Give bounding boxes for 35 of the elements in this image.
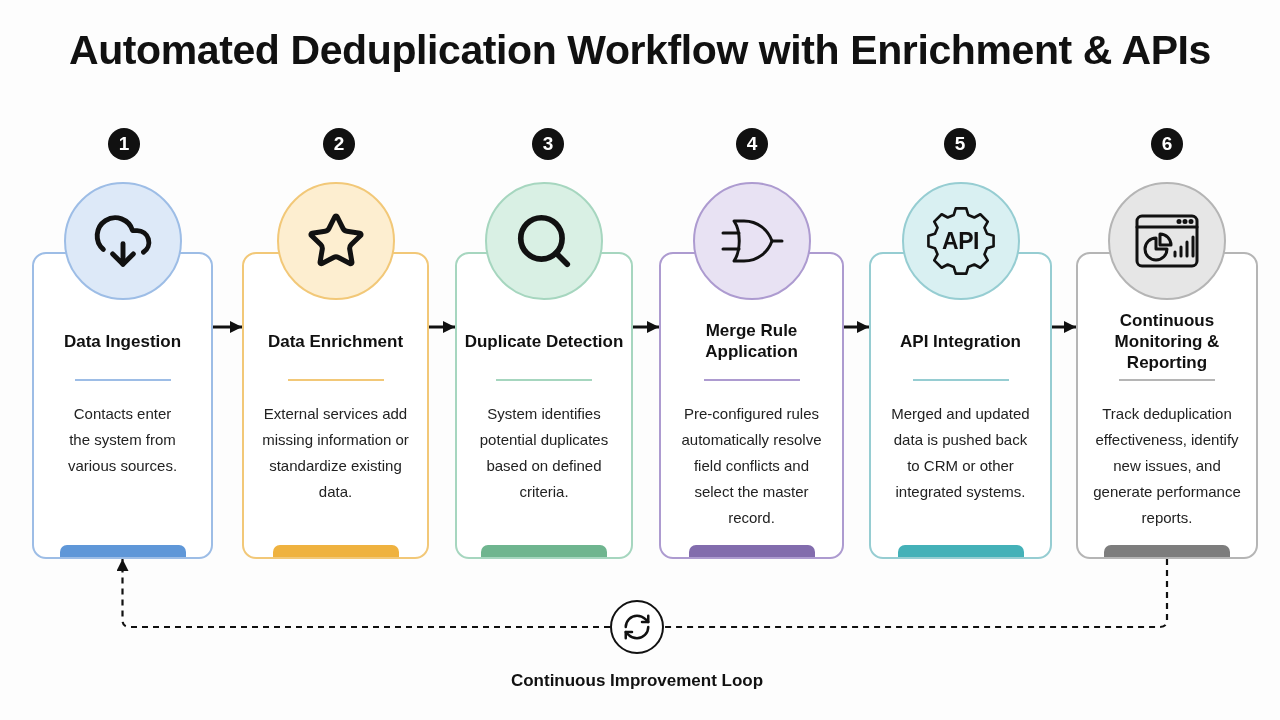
step-number-badge: 6 xyxy=(1151,128,1183,160)
step-number-badge: 2 xyxy=(323,128,355,160)
arrow xyxy=(213,321,242,333)
step-description: External services add missing information or standardize existing data. xyxy=(261,404,410,502)
step-description: Track deduplication effectiveness, identify new issues, and generate performance reports. xyxy=(1092,404,1242,528)
step-card xyxy=(659,252,844,559)
step-card xyxy=(32,252,213,559)
step-title: Duplicate Detection xyxy=(464,330,624,352)
step-title: Merge Rule Application xyxy=(704,320,799,362)
loop-caption: Continuous Improvement Loop xyxy=(510,670,764,692)
loop-circle xyxy=(610,600,664,654)
step-card xyxy=(869,252,1052,559)
arrow xyxy=(429,321,455,333)
step-card xyxy=(242,252,429,559)
icon-text: API xyxy=(942,229,979,253)
step-card xyxy=(455,252,633,559)
arrow xyxy=(633,321,659,333)
step-number-badge: 3 xyxy=(532,128,564,160)
step-number-badge: 1 xyxy=(108,128,140,160)
step-description: Pre-configured rules automatically resolve field conflicts and select the master record. xyxy=(680,404,823,528)
step-title: API Integration xyxy=(900,330,1021,352)
diagram-title: Automated Deduplication Workflow with Enrichment & APIs xyxy=(69,26,1211,74)
step-description: Merged and updated data is pushed back to CRM or other integrated systems. xyxy=(890,404,1031,502)
step-description: System identifies potential duplicates based on defined criteria. xyxy=(478,404,610,502)
step-description: Contacts enter the system from various sources. xyxy=(66,404,179,476)
step-number-badge: 4 xyxy=(736,128,768,160)
step-title: Continuous Monitoring & Reporting xyxy=(1113,309,1221,373)
arrow xyxy=(1052,321,1076,333)
step-title: Data Ingestion xyxy=(63,330,182,352)
dashed-arrow xyxy=(116,559,610,629)
arrow xyxy=(844,321,869,333)
dashed-connector-line xyxy=(664,559,1169,629)
step-number-badge: 5 xyxy=(944,128,976,160)
step-card xyxy=(1076,252,1258,559)
step-title: Data Enrichment xyxy=(267,330,404,352)
